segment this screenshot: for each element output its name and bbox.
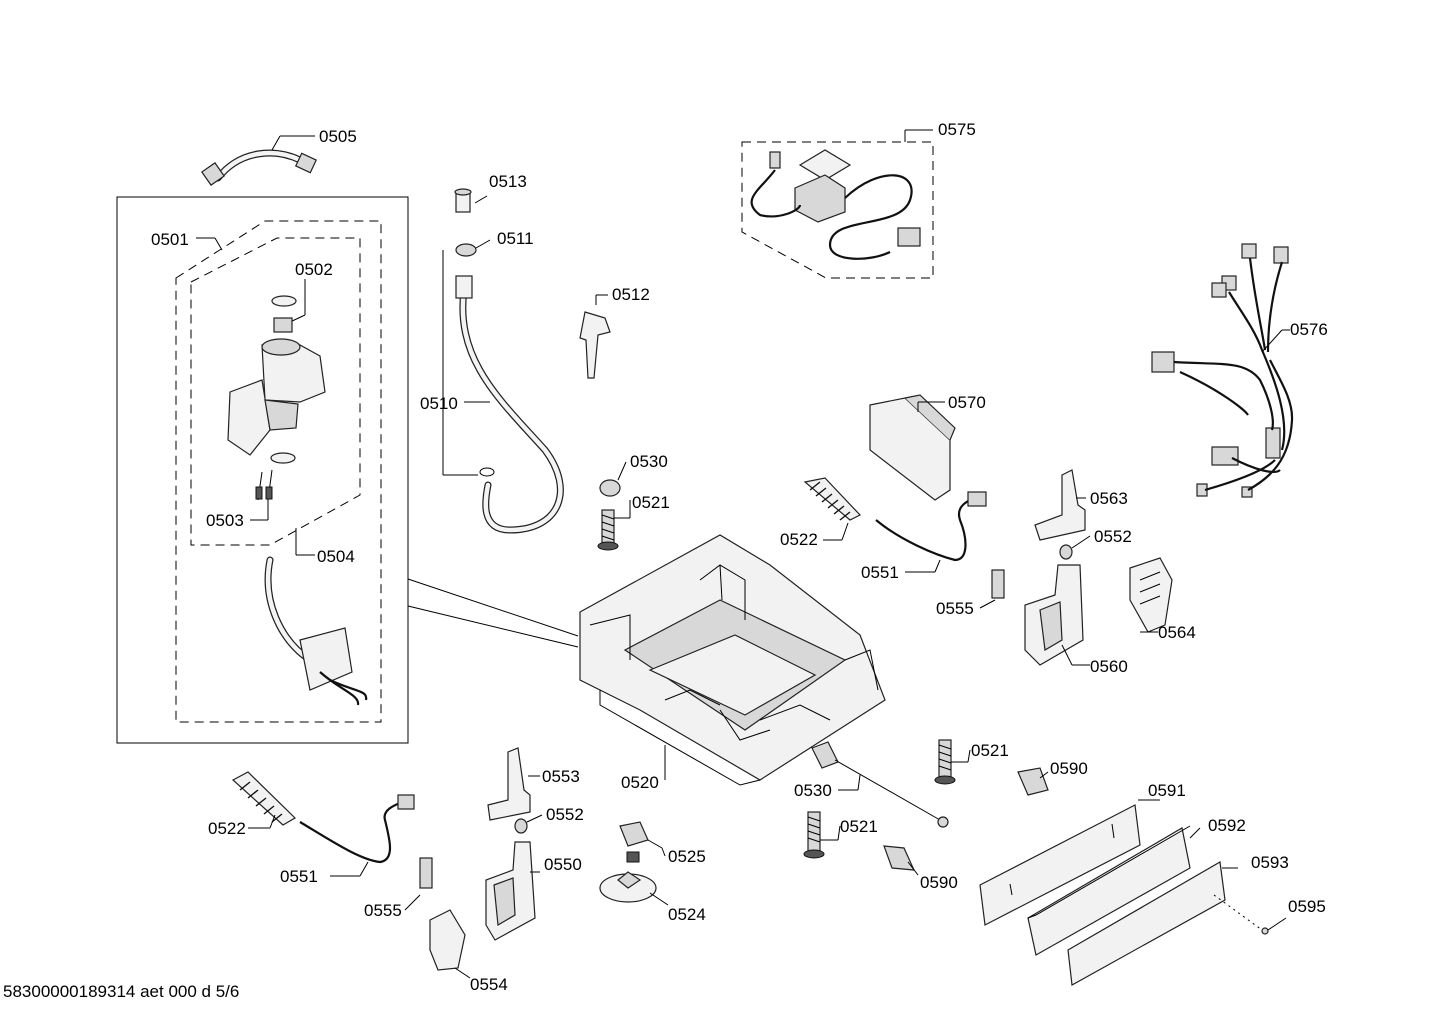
label-0576: 0576 (1290, 320, 1328, 339)
part-0590-upper-clip (1017, 767, 1049, 796)
label-0524: 0524 (668, 905, 706, 924)
label-0521-right: 0521 (971, 741, 1009, 760)
part-0554-bracket (429, 909, 471, 979)
label-0503: 0503 (206, 511, 244, 530)
label-0513: 0513 (489, 172, 527, 191)
part-0592-panel (1027, 825, 1201, 956)
part-0522-right-spring (803, 477, 861, 541)
document-footer-code: 58300000189314 aet 000 d 5/6 (3, 982, 239, 1001)
part-0521-lower-screw (803, 811, 841, 859)
label-0511: 0511 (497, 229, 534, 248)
label-0551-right: 0551 (861, 563, 899, 582)
label-0592: 0592 (1208, 816, 1246, 835)
part-0521-right-screw (934, 739, 971, 785)
part-0563-hinge (1034, 469, 1086, 541)
label-0522-right: 0522 (780, 530, 818, 549)
part-0590-lower-clip (883, 845, 919, 876)
part-0550-hinge (485, 841, 540, 941)
part-0530-upper-nut (599, 461, 627, 497)
part-0510-drain-hose (442, 250, 564, 534)
part-0595-screw (1213, 894, 1287, 935)
label-0504: 0504 (317, 547, 355, 566)
part-0524-disc (599, 871, 669, 906)
part-0511-clamp (455, 239, 491, 257)
part-0505-hose (201, 135, 318, 186)
part-0555-right-clip (979, 569, 1005, 609)
label-0510: 0510 (420, 394, 458, 413)
part-0575-sensor (741, 129, 934, 279)
part-0593-panel (1067, 861, 1238, 986)
part-0551-right-cable (875, 491, 987, 573)
label-0550: 0550 (544, 855, 582, 874)
label-0501: 0501 (151, 230, 189, 249)
label-0512: 0512 (612, 285, 650, 304)
label-0554: 0554 (470, 975, 508, 994)
part-0564-bracket (1129, 557, 1173, 633)
part-0552-right-spring (1059, 535, 1091, 560)
label-0595: 0595 (1288, 897, 1326, 916)
part-0576-harness (1151, 243, 1294, 498)
label-0521-upper: 0521 (632, 493, 670, 512)
label-0505: 0505 (319, 127, 357, 146)
label-0575: 0575 (938, 120, 976, 139)
label-0552-right: 0552 (1094, 527, 1132, 546)
label-0525: 0525 (668, 847, 706, 866)
part-0591-panel (979, 799, 1160, 926)
detail-box-0501 (116, 196, 579, 744)
part-0512-clip (579, 294, 611, 379)
part-0551-left-cable (299, 794, 415, 877)
label-0591: 0591 (1148, 781, 1186, 800)
label-0551-left: 0551 (280, 867, 318, 886)
label-0563: 0563 (1090, 489, 1128, 508)
label-0520: 0520 (621, 773, 659, 792)
part-0552-left-spring (514, 814, 543, 834)
label-0590-lower: 0590 (920, 873, 958, 892)
part-0513-cap (454, 188, 488, 213)
label-0552-left: 0552 (546, 805, 584, 824)
label-0560: 0560 (1090, 657, 1128, 676)
label-0530-upper: 0530 (630, 452, 668, 471)
part-0555-left-clip (404, 857, 433, 911)
label-0521-lower: 0521 (840, 817, 878, 836)
label-0553: 0553 (542, 767, 580, 786)
part-0522-left-spring (231, 771, 296, 829)
label-0530-lower: 0530 (794, 781, 832, 800)
label-0564: 0564 (1158, 623, 1196, 642)
part-0530-rod (811, 741, 949, 828)
part-0521-upper-screw (597, 500, 631, 551)
label-0593: 0593 (1251, 853, 1289, 872)
label-0522-left: 0522 (208, 819, 246, 838)
part-0553-hinge (487, 747, 540, 821)
part-0525-clip (619, 821, 666, 863)
label-0590-upper: 0590 (1050, 759, 1088, 778)
label-0555-left: 0555 (364, 901, 402, 920)
label-0555-right: 0555 (936, 599, 974, 618)
part-0520-base (579, 534, 886, 786)
part-0570-module (869, 394, 956, 501)
part-0560-hinge (1024, 564, 1090, 666)
label-0570: 0570 (948, 393, 986, 412)
label-0502: 0502 (295, 260, 333, 279)
